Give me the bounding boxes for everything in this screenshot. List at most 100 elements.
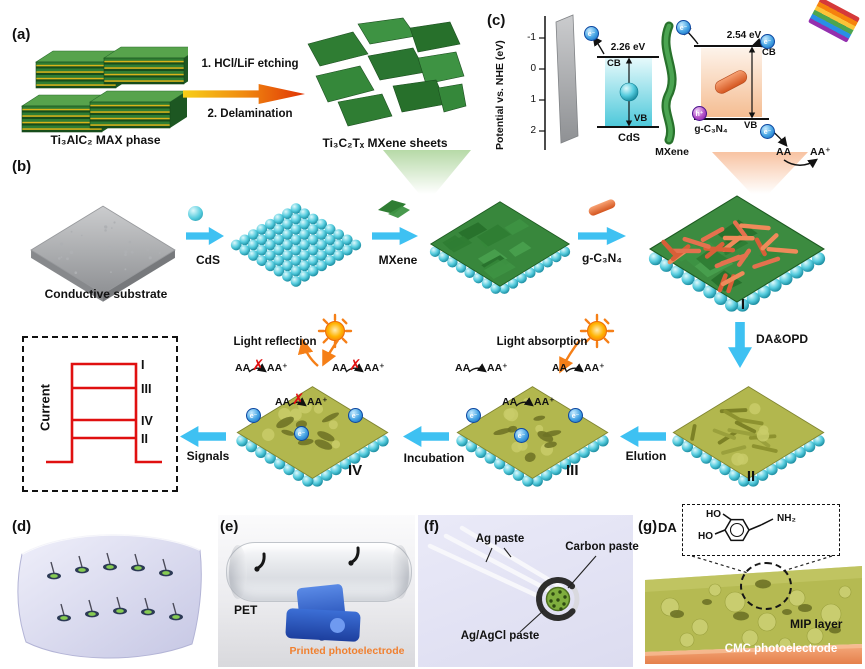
mxene-sheets-label: Ti₃C₂Tₓ MXene sheets: [322, 136, 448, 150]
panel-d-label: (d): [12, 518, 32, 535]
aa-plus-label: AA⁺: [267, 362, 288, 374]
gcn-band-box: [701, 48, 762, 117]
cds-vb-label: VB: [634, 113, 648, 124]
mxene-material-label: MXene: [655, 146, 689, 158]
gcn-bandgap-label: 2.54 eV: [726, 30, 762, 41]
level-label-I: I: [141, 358, 144, 372]
aa-label: AA: [552, 362, 568, 374]
cds-step-label: CdS: [196, 253, 220, 267]
da-opd-label: DA&OPD: [756, 332, 809, 346]
electron-icon: e⁻: [568, 408, 583, 423]
level-label-IV: IV: [141, 414, 153, 428]
gcn-cb-label: CB: [762, 47, 776, 58]
aa-plus-label: AA⁺: [534, 396, 555, 408]
panel-e-label: (e): [220, 518, 239, 535]
stage1-composite-3d: [648, 195, 826, 312]
mip-electrode-3d: [645, 566, 862, 664]
aa-plus-label: AA⁺: [584, 362, 605, 374]
stage3-eluted-3d: [456, 386, 609, 487]
etching-step1-label: 1. HCl/LiF etching: [201, 58, 299, 70]
light-reflection-label: Light reflection: [233, 336, 317, 348]
tube-left-cap: [229, 545, 247, 599]
aa-label: AA: [275, 396, 291, 408]
flexible-electrode-sheet: [17, 533, 202, 659]
arrow-da-opd-step: [728, 322, 752, 368]
mxene-ribbon: [661, 21, 677, 145]
stage2-label: II: [746, 468, 756, 485]
da-label: DA: [658, 520, 677, 535]
electron-icon: e⁻: [676, 20, 691, 35]
level-label-II: II: [141, 432, 148, 446]
arrow-elution-step: [620, 426, 666, 447]
arrow-gcn-step: [578, 227, 626, 245]
aa-label: AA: [332, 362, 348, 374]
mxene-sheets-cluster: [307, 17, 467, 127]
max-phase-stacks: [21, 46, 188, 133]
stage3-label: III: [566, 462, 579, 479]
cds-bandgap-label: 2.26 eV: [610, 42, 646, 53]
clamp-knob: [330, 618, 345, 633]
sun-absorption-icon: [579, 313, 615, 349]
carbon-paste-label: Carbon paste: [565, 541, 639, 553]
mip-layer-label: MIP layer: [790, 617, 843, 631]
tick-0: 0: [530, 63, 536, 74]
arrow-incubation-step: [403, 426, 449, 447]
signals-label: Signals: [186, 449, 230, 463]
electron-icon: e⁻: [760, 124, 775, 139]
stage4-label: IV: [348, 462, 363, 479]
panel-b-label: (b): [12, 158, 32, 175]
arrow-cds-step: [186, 227, 224, 245]
electrode-slab: [555, 14, 579, 144]
gcn-rod: [714, 70, 748, 94]
aa-label: AA: [455, 362, 471, 374]
electron-icon: e⁻: [348, 408, 363, 423]
mxene-sheet-icon: [378, 200, 410, 218]
clamp-base: [285, 608, 361, 642]
nh2-label: NH₂: [777, 513, 796, 524]
current-step-plot: I III IV II: [46, 358, 162, 464]
aa-label-c: AA: [776, 146, 792, 158]
incubation-label: Incubation: [403, 451, 465, 465]
ho-label-bottom: HO: [698, 531, 713, 542]
cds-sphere-array-3d: [230, 203, 362, 287]
electron-icon: e⁻: [466, 408, 481, 423]
substrate-label: Conductive substrate: [44, 287, 168, 301]
electron-icon: e⁻: [514, 428, 529, 443]
etching-arrow: [183, 84, 305, 104]
agcl-paste-label: Ag/AgCl paste: [460, 630, 540, 642]
level-label-III: III: [141, 382, 151, 396]
conductive-substrate-3d: [30, 205, 176, 302]
mxene-step-label: MXene: [378, 253, 418, 267]
tick-1: 1: [530, 94, 536, 105]
dopamine-structure: HO HO NH₂: [698, 509, 796, 542]
electron-icon: e⁻: [294, 426, 309, 441]
dopamine-structure-box: HO HO NH₂: [682, 504, 840, 556]
ag-paste-label: Ag paste: [475, 533, 525, 545]
aa-plus-label: AA⁺: [487, 362, 508, 374]
panel-g-label: (g): [638, 518, 658, 535]
tick-minus1: -1: [527, 32, 536, 43]
stage4-rebound-3d: [236, 386, 389, 487]
gcn-material-label: g-C₃N₄: [694, 124, 728, 135]
aa-plus-label: AA⁺: [307, 396, 328, 408]
cds-material-label: CdS: [618, 132, 640, 144]
printed-photoelectrode-label: Printed photoelectrode: [289, 645, 405, 657]
aa-label: AA: [502, 396, 518, 408]
blocked-x-icon: ✗: [349, 357, 362, 374]
imprinted-cavity-highlight: [740, 562, 792, 610]
panel-c-label: (c): [487, 12, 506, 29]
blocked-x-icon: ✗: [252, 357, 265, 374]
elution-label: Elution: [625, 449, 667, 463]
hole-icon: h⁺: [692, 106, 707, 121]
light-absorption-label: Light absorption: [496, 336, 588, 348]
arrow-mxene-step: [372, 227, 418, 245]
stage2-mip-3d: [672, 386, 825, 487]
max-phase-label: Ti₃AlC₂ MAX phase: [50, 133, 161, 147]
ho-label-top: HO: [706, 509, 721, 520]
tick-2: 2: [530, 125, 536, 136]
mxene-coated-array-3d: [429, 201, 571, 294]
electron-icon: e⁻: [246, 408, 261, 423]
cds-sphere-icon: [188, 206, 203, 221]
current-signal-inset: Current I III IV II: [22, 336, 178, 492]
